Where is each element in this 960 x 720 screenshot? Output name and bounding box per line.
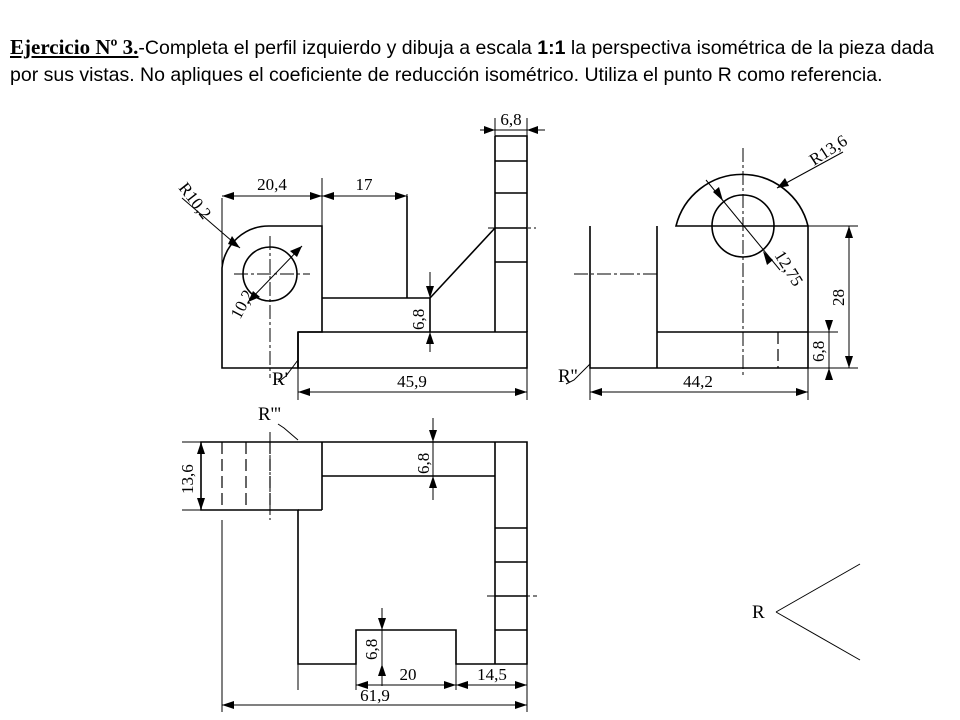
top-hidden-lines — [221, 442, 271, 510]
dim-front-top-thickness: 6,8 — [500, 110, 521, 129]
dim-top-right-width: 14,5 — [477, 665, 507, 684]
dim-front-slot-width: 17 — [356, 175, 374, 194]
dim-front-radius: R10,2 — [175, 179, 215, 223]
top-center-lines — [269, 432, 537, 597]
ref-point-front: R' — [272, 369, 288, 390]
isometric-axes — [775, 563, 861, 661]
front-view: 20,4 17 6,8 R10,2 10,2 6,8 45,9 R' — [175, 110, 545, 400]
top-view: R''' 13,6 6,8 6,8 20 14,5 61,9 — [178, 404, 537, 712]
statement-part-1: -Completa el perfil izquierdo y dibuja a… — [138, 37, 538, 59]
ref-point-top: R''' — [258, 404, 281, 425]
dim-side-base-height: 6,8 — [809, 341, 828, 362]
front-center-lines — [234, 227, 536, 378]
dim-side-total-height: 28 — [829, 289, 848, 306]
side-view: R13,6 12,75 28 6,8 44,2 R'' — [558, 131, 858, 400]
scale-value: 1:1 — [537, 37, 566, 59]
ref-point-side: R'' — [558, 366, 578, 387]
side-dimension-lines — [565, 151, 858, 400]
top-arrowheads — [197, 430, 527, 709]
statement-part-2: la perspectiva isométrica de la pieza da… — [10, 37, 935, 86]
dim-top-depth: 13,6 — [178, 464, 197, 494]
side-center-lines — [574, 148, 784, 378]
reference-label: R — [752, 602, 765, 623]
front-view-outline — [221, 135, 528, 369]
dim-top-slot-width: 20 — [400, 665, 417, 684]
exercise-statement: Ejercicio Nº 3.-Completa el perfil izqui… — [10, 34, 950, 89]
dim-side-radius: R13,6 — [806, 131, 851, 169]
dim-front-step-height: 6,8 — [409, 309, 428, 330]
dim-top-total-width: 61,9 — [360, 686, 390, 705]
dim-top-lower-thickness: 6,8 — [362, 639, 381, 660]
front-arrowheads — [222, 126, 538, 396]
front-dimension-lines — [181, 118, 545, 400]
dim-side-hole-diameter: 12,75 — [771, 247, 807, 290]
top-dimension-lines — [182, 418, 528, 712]
side-view-outline — [589, 173, 809, 369]
side-arrowheads — [590, 178, 853, 396]
exercise-number: Ejercicio Nº 3. — [10, 35, 139, 59]
top-view-outline — [200, 441, 528, 665]
dim-top-inner-thickness: 6,8 — [414, 453, 433, 474]
dim-side-total-width: 44,2 — [683, 372, 713, 391]
dim-front-total-width: 45,9 — [397, 372, 427, 391]
reference-point: R — [752, 563, 861, 661]
dim-front-width-top: 20,4 — [257, 175, 287, 194]
